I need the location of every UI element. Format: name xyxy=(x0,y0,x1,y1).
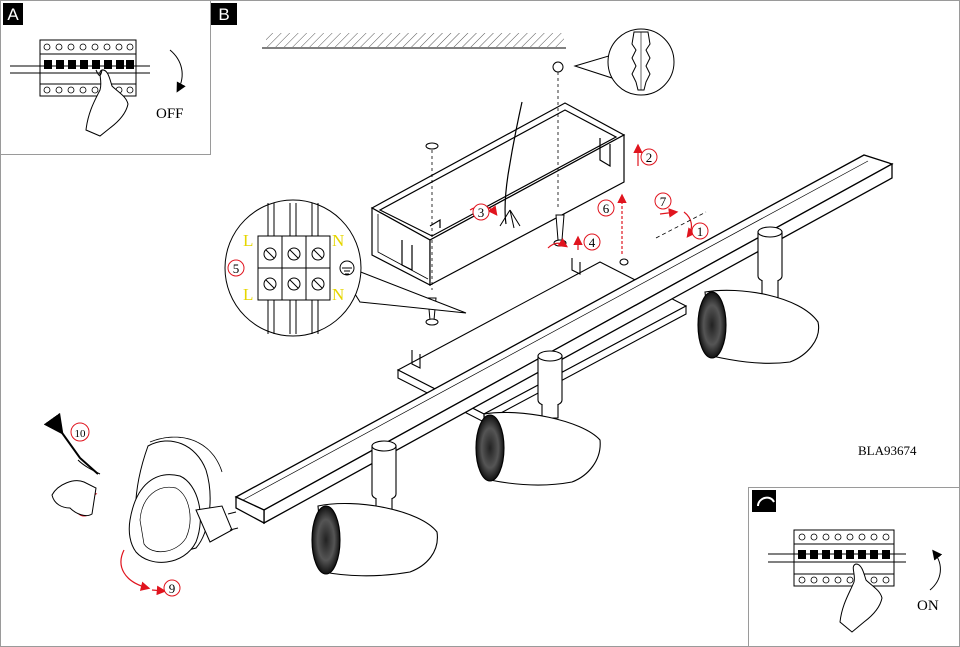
spotlight-middle xyxy=(475,350,601,486)
step-badges: 1 2 3 4 5 6 7 8 9 10 xyxy=(70,148,709,597)
wall-plug-callout xyxy=(552,28,675,96)
step-badge-2: 2 xyxy=(640,148,658,166)
svg-text:6: 6 xyxy=(603,201,610,216)
panel-b-letter: B xyxy=(218,5,229,24)
step-badge-4: 4 xyxy=(583,233,601,251)
main-rail xyxy=(234,154,894,525)
panel-a-breaker-strip xyxy=(10,39,150,97)
panel-a-caption: OFF xyxy=(156,106,184,122)
panel-a-letter: A xyxy=(7,5,19,24)
terminal-live-label-top: L xyxy=(243,231,253,250)
screw-right xyxy=(553,214,567,247)
panel-c: ON xyxy=(748,487,960,647)
supply-cable xyxy=(504,101,523,225)
panel-a: A OFF xyxy=(0,0,211,155)
svg-text:5: 5 xyxy=(233,261,240,276)
panel-c-breaker-strip xyxy=(768,529,906,587)
step-badge-3: 3 xyxy=(472,203,490,221)
panel-a-curved-arrow xyxy=(169,49,186,93)
spotlight-left xyxy=(311,440,438,577)
power-on-icon xyxy=(757,496,775,507)
svg-text:1: 1 xyxy=(697,224,704,239)
panel-b-badge xyxy=(211,3,237,25)
panel-c-hand xyxy=(839,563,883,633)
mounting-box xyxy=(370,102,626,286)
bulb-replacement xyxy=(43,412,239,563)
svg-text:9: 9 xyxy=(169,581,176,596)
step-badge-10: 10 xyxy=(70,422,90,442)
svg-text:2: 2 xyxy=(646,150,653,165)
model-code: BLA93674 xyxy=(858,443,917,458)
step-badge-6: 6 xyxy=(597,199,615,217)
svg-text:7: 7 xyxy=(660,194,667,209)
terminal-live-label-bottom: L xyxy=(243,285,253,304)
terminal-neutral-label-bottom: N xyxy=(332,285,344,304)
spotlight-right xyxy=(697,226,820,364)
panel-a-badge xyxy=(3,3,23,25)
ceiling xyxy=(262,33,566,49)
terminal-neutral-label-top: N xyxy=(332,231,344,250)
svg-text:10: 10 xyxy=(75,428,87,440)
step-badge-1: 1 xyxy=(691,222,709,240)
svg-text:4: 4 xyxy=(589,235,596,250)
step-badge-9: 9 xyxy=(163,579,181,597)
panel-c-curved-arrow xyxy=(929,549,943,591)
step-badge-5: 5 xyxy=(227,259,245,277)
svg-text:3: 3 xyxy=(478,205,485,220)
step-badge-7: 7 xyxy=(654,192,672,210)
panel-a-hand xyxy=(85,69,129,137)
panel-c-caption: ON xyxy=(917,598,939,614)
panel-c-badge xyxy=(752,490,776,512)
terminal-block-magnifier: L L N N xyxy=(224,199,467,337)
